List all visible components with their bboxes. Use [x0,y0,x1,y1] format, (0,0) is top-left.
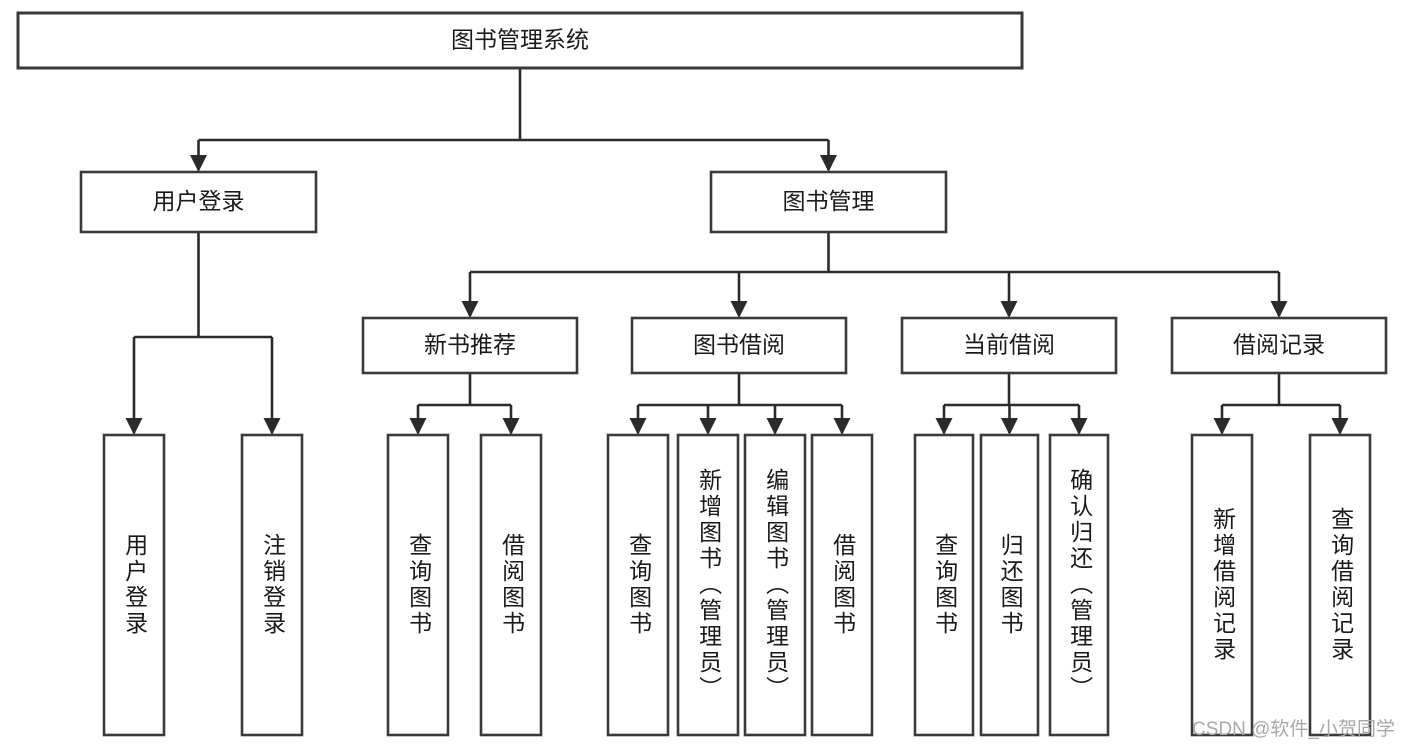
node-box-user-logout[interactable] [240,433,304,737]
node-box-borrow-book-1[interactable] [479,433,543,737]
arrow-head-mid-3-0 [1213,418,1231,435]
node-box-user-login[interactable] [79,170,318,234]
node-label-book-borrow: 图书借阅 [693,332,785,358]
node-box-root[interactable] [16,11,1024,70]
node-box-user-login-do[interactable] [102,433,166,737]
node-box-query-borrow-record[interactable] [1308,433,1372,737]
arrow-head-mid-2-0 [935,418,953,435]
node-label-book-manage: 图书管理 [783,188,875,214]
connector-layer [125,68,1349,435]
node-label-user-login: 用户登录 [153,188,245,214]
arrow-head-book-manage-2 [1000,301,1018,318]
node-label-current-borrow: 当前借阅 [963,332,1055,358]
node-box-confirm-return-admin[interactable] [1048,433,1110,737]
arrow-head-mid-1-3 [833,418,851,435]
arrow-head-mid-0-0 [409,418,427,435]
arrow-head-mid-2-2 [1070,418,1088,435]
arrow-head-book-manage-1 [730,301,748,318]
arrow-head-user-login-0 [125,418,143,435]
node-box-current-borrow[interactable] [900,316,1118,375]
arrow-head-mid-3-1 [1331,418,1349,435]
node-box-edit-book-admin[interactable] [743,433,807,737]
arrow-head-root-0 [190,155,207,172]
arrow-head-book-manage-3 [1270,301,1288,318]
node-box-query-book-2[interactable] [606,433,670,737]
node-box-return-book[interactable] [979,433,1040,737]
watermark-text: CSDN @软件_小贺同学 [1192,719,1395,740]
node-box-book-borrow[interactable] [630,316,848,375]
node-box-borrow-record[interactable] [1170,316,1388,375]
node-box-query-book-3[interactable] [913,433,975,737]
node-label-borrow-record: 借阅记录 [1233,332,1325,358]
node-box-book-manage[interactable] [709,170,948,234]
arrow-head-mid-1-2 [766,418,784,435]
node-box-add-book-admin[interactable] [676,433,740,737]
node-box-new-book-recommend[interactable] [361,316,579,375]
arrow-head-root-1 [820,155,837,172]
arrow-head-book-manage-0 [461,301,479,318]
arrow-head-mid-0-1 [502,418,520,435]
node-box-borrow-book-2[interactable] [810,433,874,737]
arrow-head-mid-2-1 [1001,418,1018,435]
node-box-add-borrow-record[interactable] [1190,433,1254,737]
arrow-head-mid-1-1 [699,418,717,435]
node-label-root: 图书管理系统 [451,27,589,53]
arrow-head-mid-1-0 [629,418,647,435]
node-box-query-book-1[interactable] [386,433,450,737]
node-label-new-book-recommend: 新书推荐 [424,332,516,358]
arrow-head-user-login-1 [263,418,281,435]
